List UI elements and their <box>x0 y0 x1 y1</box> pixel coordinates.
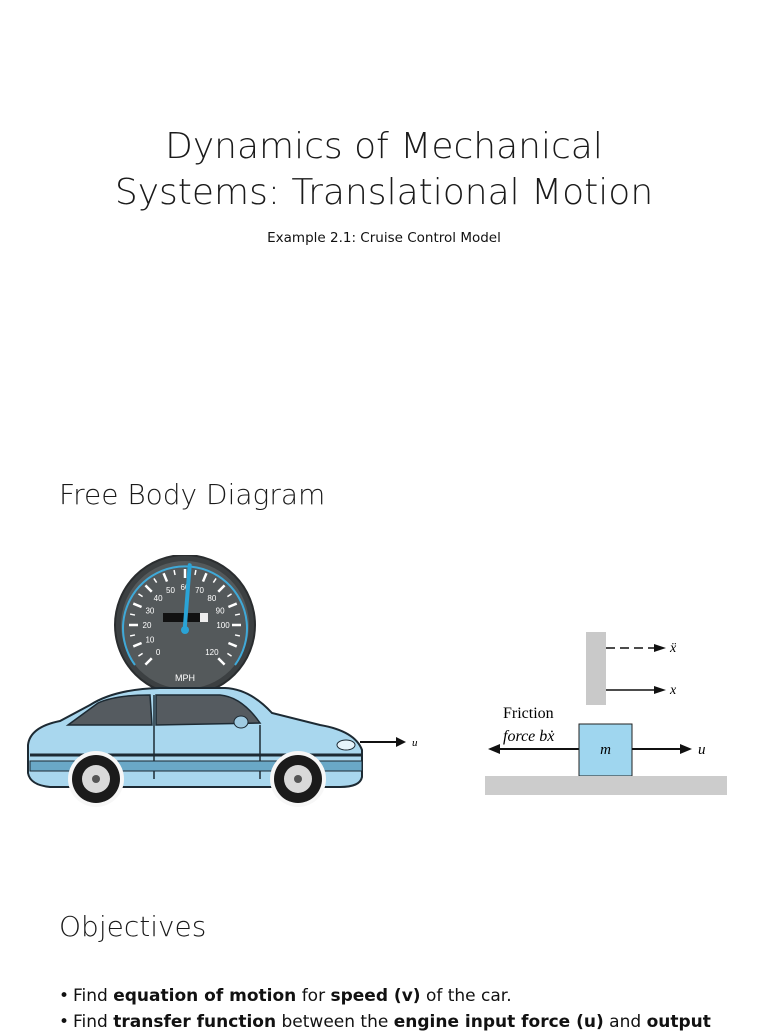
gauge-number: 120 <box>205 648 219 657</box>
objective-text: and <box>603 1012 647 1032</box>
free-body-heading: Free Body Diagram <box>59 478 326 511</box>
gauge-tick <box>129 613 136 616</box>
gauge-number: 100 <box>216 621 230 630</box>
reference-wall <box>586 632 606 705</box>
acceleration-arrow: ẍ <box>606 641 677 656</box>
gauge-tick <box>132 602 143 609</box>
gauge-tick <box>227 641 238 648</box>
gauge-tick <box>227 602 238 609</box>
gauge-tick <box>144 657 153 666</box>
gauge-number: 70 <box>195 586 204 595</box>
input-force-arrow: u <box>632 742 706 758</box>
input-force-label: u <box>698 742 706 758</box>
objective-emphasis: speed (v) <box>330 986 421 1006</box>
gauge-number: 10 <box>145 636 154 645</box>
gauge-tick <box>132 641 143 648</box>
objective-emphasis: output <box>646 1012 711 1032</box>
friction-label-1: Friction <box>503 705 554 722</box>
speedometer-unit: MPH <box>175 673 195 683</box>
speedometer-needle <box>182 563 192 633</box>
gauge-number: 50 <box>166 586 175 595</box>
gauge-tick <box>129 634 136 637</box>
gauge-tick <box>212 578 217 584</box>
gauge-tick <box>217 657 226 666</box>
title-line-1: Dynamics of Mechanical <box>165 126 603 167</box>
gauge-tick <box>153 578 158 584</box>
gauge-number: 20 <box>143 621 152 630</box>
objective-emphasis: transfer function <box>113 1012 277 1032</box>
gauge-tick <box>138 652 144 657</box>
gauge-tick <box>234 634 241 637</box>
car-force-label: u <box>412 737 418 749</box>
gauge-tick <box>226 593 232 598</box>
ground <box>485 776 727 795</box>
objective-text: of the car. <box>420 986 512 1006</box>
car-force-arrow: u <box>360 737 418 749</box>
objective-text: Find <box>73 986 114 1006</box>
position-label: x <box>669 683 677 698</box>
slide-title: Dynamics of Mechanical Systems: Translat… <box>0 124 768 216</box>
gauge-number: 0 <box>156 648 161 657</box>
objective-item: •Find equation of motion for speed (v) o… <box>59 983 759 1009</box>
gauge-tick <box>173 569 176 576</box>
objective-text: for <box>296 986 331 1006</box>
objective-emphasis: equation of motion <box>113 986 297 1006</box>
rear-wheel <box>270 751 326 807</box>
gauge-tick <box>226 652 232 657</box>
gauge-number: 40 <box>154 594 163 603</box>
front-wheel <box>68 751 124 807</box>
gauge-tick <box>162 572 169 583</box>
gauge-tick <box>194 569 197 576</box>
objectives-list: •Find equation of motion for speed (v) o… <box>59 983 759 1035</box>
free-body-diagram: ẍ x Friction force bẋ m u <box>485 632 727 795</box>
gauge-number: 80 <box>207 594 216 603</box>
car <box>27 687 363 807</box>
acceleration-label: ẍ <box>669 641 677 656</box>
objective-item: •Find transfer function between the engi… <box>59 1009 759 1035</box>
gauge-number: 30 <box>145 606 154 615</box>
gauge-number: 90 <box>216 606 225 615</box>
title-line-2: Systems: Translational Motion <box>114 172 654 213</box>
friction-label-2: force bẋ <box>503 728 555 745</box>
gauge-number: 60 <box>181 583 190 592</box>
gauge-tick <box>234 613 241 616</box>
bullet-dot: • <box>59 1012 70 1032</box>
objective-text: between the <box>276 1012 394 1032</box>
objectives-heading: Objectives <box>59 910 207 943</box>
friction-arrow <box>488 744 579 754</box>
gauge-tick <box>144 584 153 593</box>
gauge-tick <box>201 572 208 583</box>
objective-text: Find <box>73 1012 114 1032</box>
mass-label: m <box>600 742 611 758</box>
gauge-tick <box>138 593 144 598</box>
slide-subtitle: Example 2.1: Cruise Control Model <box>267 230 501 246</box>
position-arrow: x <box>606 683 677 698</box>
gauge-tick <box>217 584 226 593</box>
bullet-dot: • <box>59 986 70 1006</box>
objective-emphasis: engine input force (u) <box>393 1012 604 1032</box>
